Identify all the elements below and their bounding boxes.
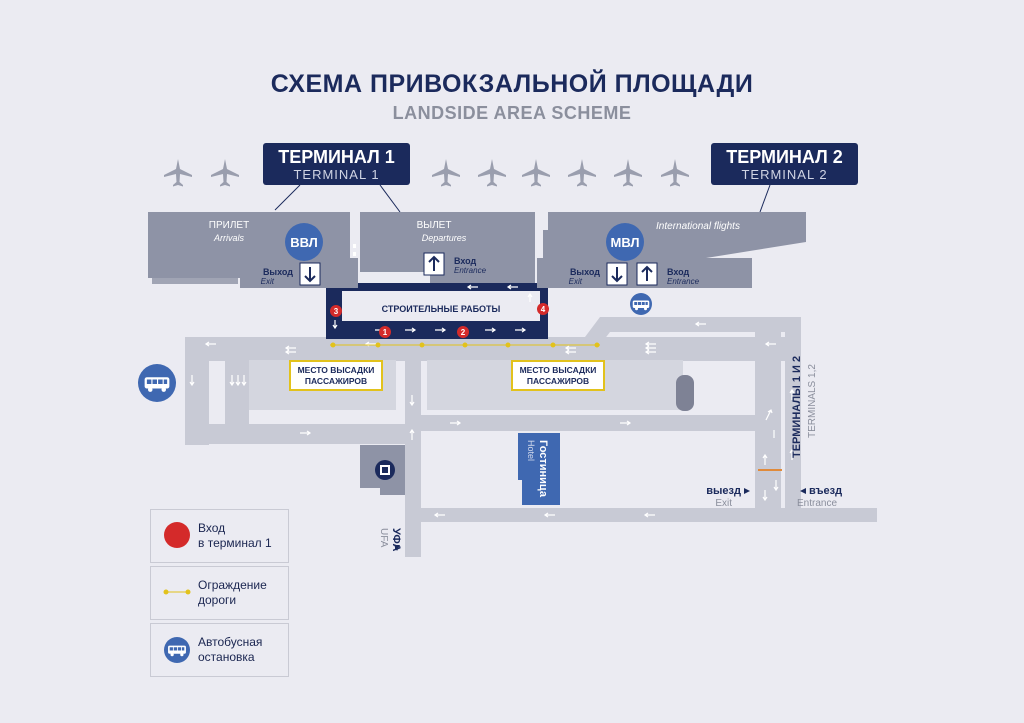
entry-markers: 1 2 3 4: [330, 303, 549, 338]
t2-exit-en: Exit: [569, 277, 583, 286]
svg-text:4: 4: [541, 305, 546, 314]
departures-ru: ВЫЛЕТ: [417, 220, 452, 231]
terminal-1-label: ТЕРМИНАЛ 1 TERMINAL 1: [263, 143, 410, 185]
taxi-rank: [676, 375, 694, 411]
hotel-ru: Гостиница: [537, 440, 549, 498]
construction-label: СТРОИТЕЛЬНЫЕ РАБОТЫ: [382, 304, 501, 314]
terminal-2-label: ТЕРМИНАЛ 2 TERMINAL 2: [711, 143, 858, 185]
terminal-1-en: TERMINAL 1: [293, 167, 380, 182]
t2-entrance-ru: Вход: [667, 267, 690, 277]
map-title: СХЕМА ПРИВОКЗАЛЬНОЙ ПЛОЩАДИ: [270, 70, 754, 98]
bus-stop-terminal-2: [630, 293, 652, 315]
parking-building: [360, 445, 405, 495]
entry-marker-2: [457, 326, 469, 338]
t2-exit-ru: Выход: [570, 267, 600, 277]
terminal-2-building: International flights МВЛ Выход Exit Вхо…: [537, 212, 806, 288]
roads: [185, 283, 877, 557]
bus-icon: [164, 637, 190, 663]
terminal-1-building: ПРИЛЕТ Arrivals ВЫЛЕТ Departures ВВЛ Вых…: [148, 212, 535, 288]
terminal-1-ru: ТЕРМИНАЛ 1: [278, 147, 395, 167]
legend-fence: Ограждение дороги: [150, 566, 289, 620]
hotel: Гостиница Hotel: [518, 433, 560, 505]
plane-icon: [478, 159, 506, 187]
entry-marker-1: [379, 326, 391, 338]
terminals-label-ru: ТЕРМИНАЛЫ 1 И 2: [791, 356, 803, 458]
map-subtitle: LANDSIDE AREA SCHEME: [392, 103, 632, 123]
bus-stop-west: [138, 364, 176, 402]
dropoff-zone-1: МЕСТО ВЫСАДКИ ПАССАЖИРОВ: [289, 360, 383, 391]
terminal-2-ru: ТЕРМИНАЛ 2: [726, 147, 843, 167]
road-fence: [330, 342, 600, 348]
svg-text:3: 3: [334, 307, 339, 316]
svg-text:МЕСТО ВЫСАДКИ: МЕСТО ВЫСАДКИ: [520, 365, 597, 375]
svg-text:МЕСТО ВЫСАДКИ: МЕСТО ВЫСАДКИ: [298, 365, 375, 375]
legend-1-line2: в терминал 1: [198, 536, 272, 550]
plane-icon: [568, 159, 596, 187]
dropoff-zone-2: МЕСТО ВЫСАДКИ ПАССАЖИРОВ: [511, 360, 605, 391]
t1-entrance-en: Entrance: [454, 266, 487, 275]
svg-text:2: 2: [461, 328, 466, 337]
svg-text:ПАССАЖИРОВ: ПАССАЖИРОВ: [305, 376, 367, 386]
plane-icon: [522, 159, 550, 187]
entry-marker-4: [537, 303, 549, 315]
ufa-label-en: UFA: [378, 528, 389, 548]
intl-flights-en: International flights: [656, 221, 740, 232]
plane-icon: [211, 159, 239, 187]
traffic-arrows: [189, 284, 795, 518]
t1-exit-en: Exit: [261, 277, 275, 286]
plane-icon: [432, 159, 460, 187]
international-badge: [606, 223, 644, 261]
plane-icon: [164, 159, 192, 187]
entrance-road-ru: въезд: [809, 485, 842, 497]
svg-text:ВВЛ: ВВЛ: [290, 235, 318, 250]
svg-text:МВЛ: МВЛ: [610, 235, 639, 250]
legend-2-line2: дороги: [198, 593, 237, 607]
terminal-2-en: TERMINAL 2: [741, 167, 828, 182]
exit-road-ru: выезд: [706, 485, 741, 497]
red-circle-icon: [164, 522, 190, 548]
svg-text:1: 1: [383, 328, 388, 337]
plane-icon: [661, 159, 689, 187]
legend-1-line1: Вход: [198, 521, 226, 535]
entrance-road-en: Entrance: [797, 498, 837, 509]
t1-entrance-ru: Вход: [454, 256, 477, 266]
arrivals-en: Arrivals: [213, 233, 245, 243]
entry-marker-3: [330, 305, 342, 317]
t1-exit-ru: Выход: [263, 267, 293, 277]
aircraft-icons: [164, 159, 689, 187]
construction-zone: СТРОИТЕЛЬНЫЕ РАБОТЫ: [342, 291, 540, 321]
t2-entrance-en: Entrance: [667, 277, 700, 286]
legend-3-line1: Автобусная: [198, 635, 263, 649]
hotel-en: Hotel: [526, 440, 536, 461]
plane-icon: [614, 159, 642, 187]
terminals-label-en: TERMINALS 1,2: [807, 364, 818, 438]
domestic-badge: [285, 223, 323, 261]
legend-3-line2: остановка: [198, 650, 255, 664]
legend-bus-stop: Автобусная остановка: [150, 623, 289, 677]
legend-2-line1: Ограждение: [198, 578, 267, 592]
legend-entry-marker: Вход в терминал 1: [150, 509, 289, 563]
fence-dots-icon: [163, 589, 191, 595]
exit-road-en: Exit: [715, 498, 732, 509]
svg-text:ПАССАЖИРОВ: ПАССАЖИРОВ: [527, 376, 589, 386]
departures-en: Departures: [422, 233, 467, 243]
arrivals-ru: ПРИЛЕТ: [209, 220, 249, 231]
